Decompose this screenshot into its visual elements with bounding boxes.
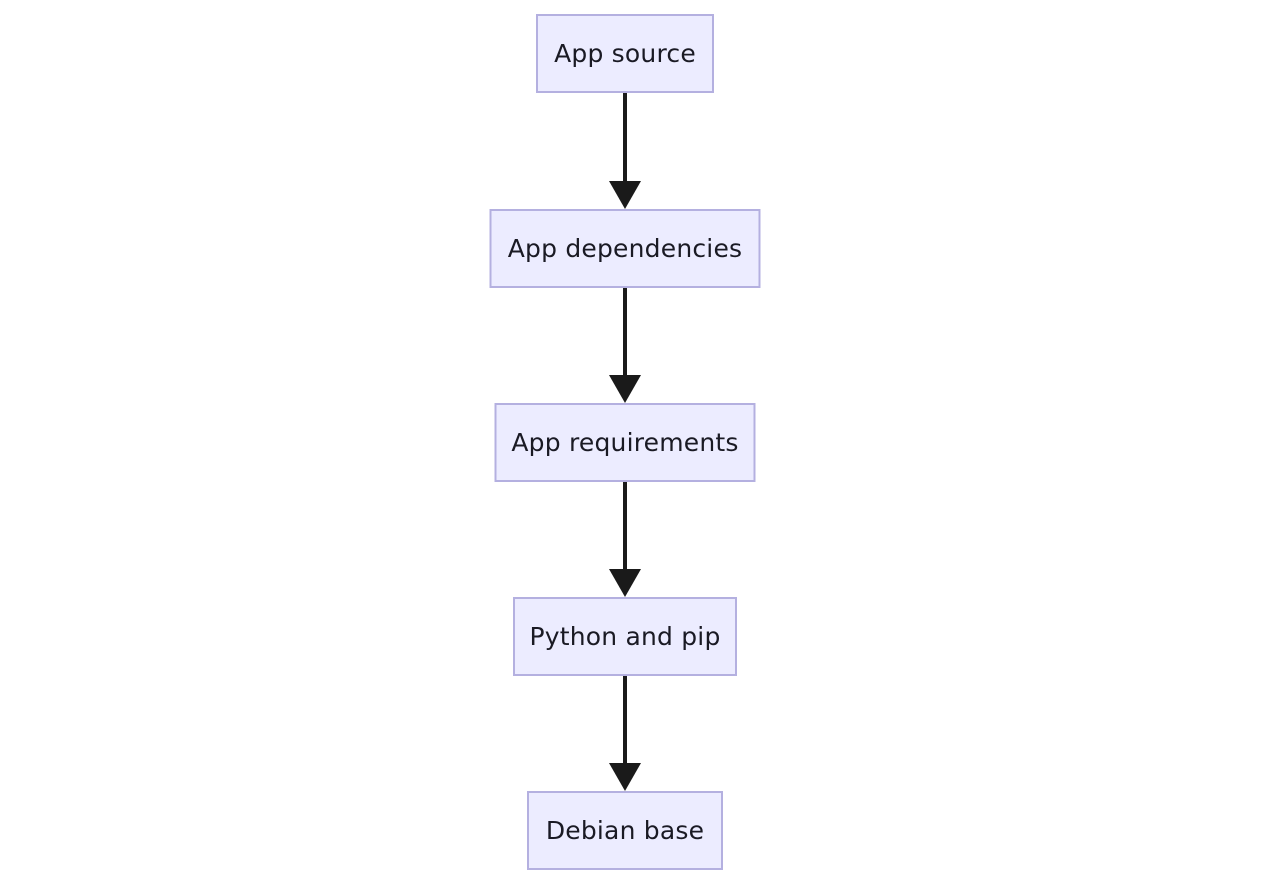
node-label: App dependencies (507, 234, 743, 263)
flowchart-node-app-source: App source (536, 14, 714, 93)
node-label: App requirements (511, 428, 739, 457)
node-label: Debian base (545, 816, 705, 845)
flowchart-node-debian-base: Debian base (527, 791, 723, 870)
flowchart-edge (609, 482, 641, 597)
arrowhead-down-icon (609, 375, 641, 403)
arrow-line (623, 288, 627, 375)
arrowhead-down-icon (609, 181, 641, 209)
node-label: App source (554, 39, 696, 68)
arrow-line (623, 93, 627, 181)
arrow-line (623, 482, 627, 569)
flowchart-node-app-dependencies: App dependencies (489, 209, 761, 288)
flowchart-edge (609, 676, 641, 791)
arrowhead-down-icon (609, 763, 641, 791)
flowchart-node-python-and-pip: Python and pip (513, 597, 737, 676)
flowchart-edge (609, 288, 641, 403)
node-label: Python and pip (529, 622, 721, 651)
flowchart-edge (609, 93, 641, 209)
arrow-line (623, 676, 627, 763)
arrowhead-down-icon (609, 569, 641, 597)
flowchart-node-app-requirements: App requirements (494, 403, 756, 482)
